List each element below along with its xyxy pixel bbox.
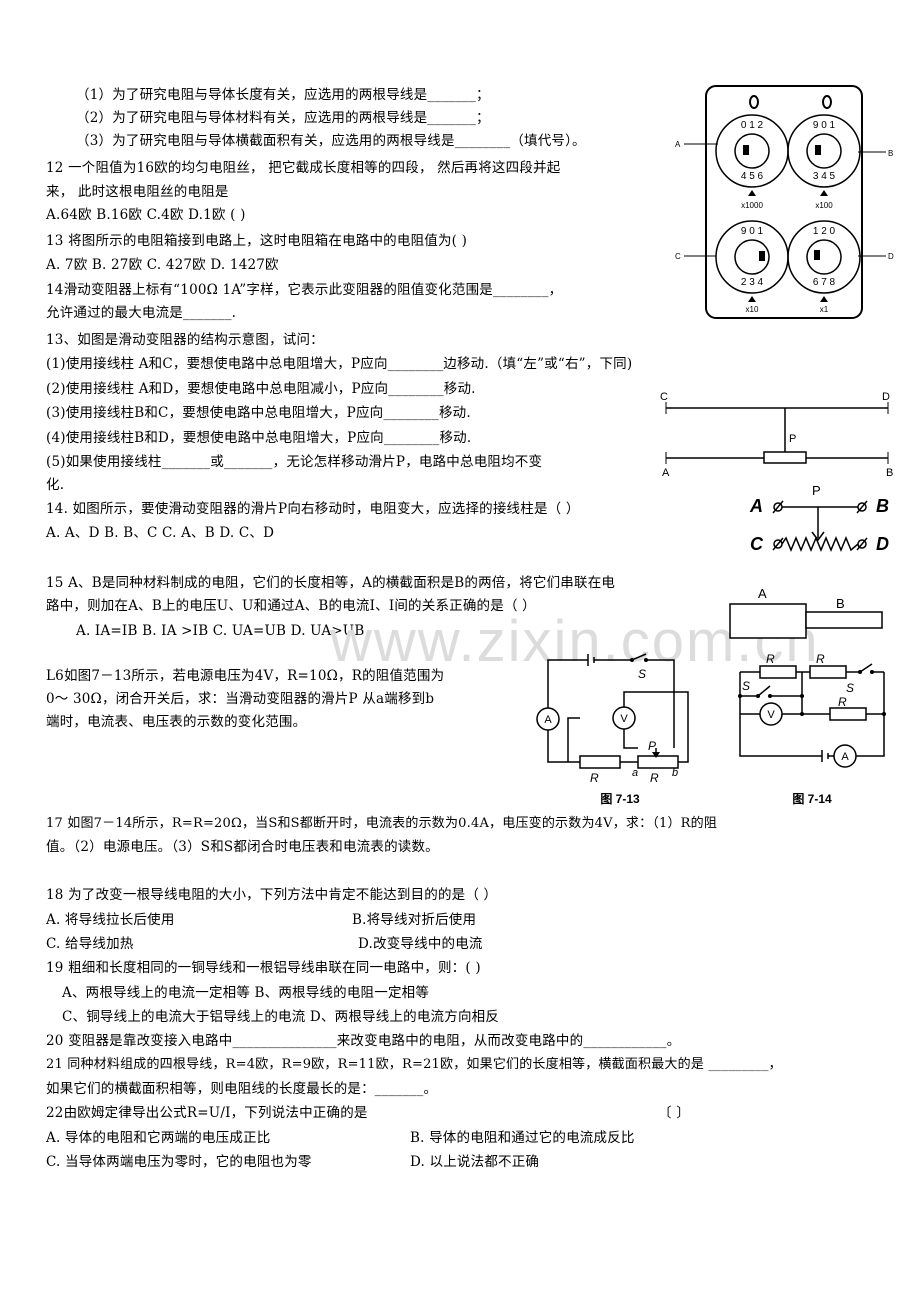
box-label-b: B — [888, 149, 893, 158]
voltmeter-v-714: V — [767, 709, 775, 721]
ammeter-a-713: A — [544, 714, 552, 726]
q19-options-cd: C、铜导线上的电流大于铝导线上的电流 D、两根导线上的电流方向相反 — [62, 1009, 500, 1025]
r2-label-713: R — [650, 771, 659, 785]
q18-option-c: C. 给导线加热 — [46, 936, 134, 952]
q18-option-d: D.改变导线中的电流 — [358, 936, 483, 952]
q14-line-1: 14滑动变阻器上标有“100Ω 1A”字样，它表示此变阻器的阻值变化范围是___… — [46, 282, 563, 298]
box-label-c: C — [675, 252, 681, 261]
conductor-label-b: B — [836, 596, 845, 611]
q12-line-2: 来， 此时这根电阻丝的电阻是 — [46, 184, 229, 200]
point-b-713: b — [672, 767, 678, 779]
circuit-fig-7-13: A V S P R R a b 图 7-13 — [536, 653, 689, 806]
q22-option-a: A. 导体的电阻和它两端的电压成正比 — [46, 1130, 271, 1146]
s1-label-714: S — [742, 679, 750, 693]
q13b-item-1: (1)使用接线柱 A和C，要想使电路中总电阻增大，P应向________边移动.… — [46, 356, 633, 372]
q22-option-d: D. 以上说法都不正确 — [410, 1154, 540, 1170]
q20-line: 20 变阻器是靠改变接入电路中_______________来改变电路中的电阻，… — [46, 1033, 681, 1049]
q12-line-1: 12 一个阻值为16欧的均匀电阻丝， 把它截成长度相等的四段， 然后再将这四段并… — [46, 160, 561, 176]
rheostat1-label-p: P — [789, 433, 796, 445]
resistance-box-figure: 0 1 2 9 0 1 4 5 6 3 4 5 9 0 1 1 2 0 2 3 4 6 … — [675, 85, 894, 319]
rheostat2-label-a: A — [749, 496, 763, 516]
q22-bracket: 〔 〕 — [658, 1105, 690, 1121]
svg-text:1 2 0: 1 2 0 — [813, 226, 836, 237]
q18-option-a: A. 将导线拉长后使用 — [46, 912, 175, 928]
q13b-item-3: (3)使用接线柱B和C，要想使电路中总电阻增大，P应向________移动. — [46, 405, 471, 421]
q13b-title: 13、如图是滑动变阻器的结构示意图，试问： — [46, 332, 324, 348]
q19-options-ab: A、两根导线上的电流一定相等 B、两根导线的电阻一定相等 — [62, 985, 430, 1001]
slider-p-713: P — [648, 739, 656, 753]
q11-line-2: （2）为了研究电阻与导体材料有关，应选用的两根导线是_______； — [76, 110, 490, 126]
q13b-item-5: (5)如果使用接线柱_______或_______，无论怎样移动滑片P，电路中总… — [46, 454, 543, 470]
q13-options: A. 7欧 B. 27欧 C. 427欧 D. 1427欧 — [46, 257, 279, 273]
conductor-label-a: A — [758, 586, 767, 601]
svg-text:4 5 6: 4 5 6 — [741, 171, 764, 182]
svg-text:2 3 4: 2 3 4 — [741, 277, 764, 288]
box-multiplier-1: x1 — [820, 305, 829, 314]
q15-line-1: 15 A、B是同种材料制成的电阻，它们的长度相等，A的横截面积是B的两倍，将它们… — [46, 575, 616, 591]
rheostat-symbol-figure: A B C D P — [749, 483, 889, 554]
rheostat1-label-a: A — [662, 467, 670, 479]
q19-stem: 19 粗细和长度相同的一铜导线和一根铝导线串联在同一电路中，则：( ) — [46, 960, 481, 976]
rheostat2-label-c: C — [750, 534, 764, 554]
q18-stem: 18 为了改变一根导线电阻的大小，下列方法中肯定不能达到目的的是（ ） — [46, 887, 498, 903]
circuit-fig-7-14: V A R R R S S 图 7-14 — [738, 652, 886, 806]
r1-label-713: R — [590, 771, 599, 785]
rheostat2-label-d: D — [876, 534, 889, 554]
q15-line-2: 路中，则加在A、B上的电压U、U和通过A、B的电流I、I间的关系正确的是（ ） — [46, 598, 536, 614]
rheostat2-label-b: B — [876, 496, 889, 516]
q14b-line-1: 14. 如图所示，要使滑动变阻器的滑片P向右移动时，电阻变大，应选择的接线柱是（… — [46, 501, 580, 517]
caption-7-14: 图 7-14 — [792, 792, 832, 806]
q16-line-3: 端时，电流表、电压表的示数的变化范围。 — [46, 714, 307, 730]
q13b-item-4: (4)使用接线柱B和D，要想使电路中总电阻增大，P应向________移动. — [46, 430, 472, 446]
ammeter-a-714: A — [841, 751, 849, 763]
q17-line-2: 值。（2）电源电压。（3）S和S都闭合时电压表和电流表的读数。 — [46, 839, 439, 855]
box-label-d: D — [888, 252, 894, 261]
q16-line-1: L6如图7－13所示，若电源电压为4V，R=10Ω，R的阻值范围为 — [46, 668, 445, 684]
rheostat1-label-c: C — [660, 391, 668, 403]
r2-label-714: R — [816, 652, 825, 666]
point-a-713: a — [632, 767, 638, 779]
q15-options: A. IA=IB B. IA >IB C. UA=UB D. UA>UB — [76, 623, 365, 639]
box-label-a: A — [675, 140, 681, 149]
box-multiplier-10: x10 — [746, 305, 759, 314]
q16-line-2: 0～ 30Ω，闭合开关后，求：当滑动变阻器的滑片P 从a端移到b — [46, 691, 435, 707]
svg-text:3 4 5: 3 4 5 — [813, 171, 836, 182]
rheostat2-label-p: P — [812, 483, 821, 498]
q21-line-1: 21 同种材料组成的四根导线，R=4欧，R=9欧，R=11欧，R=21欧，如果它… — [46, 1057, 782, 1072]
r3-label-714: R — [838, 695, 847, 709]
rheostat1-label-b: B — [886, 467, 893, 479]
q21-line-2: 如果它们的横截面积相等，则电阻线的长度最长的是：_______。 — [46, 1081, 438, 1097]
svg-text:6 7 8: 6 7 8 — [813, 277, 836, 288]
q13b-item-5-cont: 化. — [46, 477, 65, 493]
voltmeter-v-713: V — [620, 713, 628, 725]
box-multiplier-1000: x1000 — [741, 201, 763, 210]
svg-text:9 0 1: 9 0 1 — [741, 226, 764, 237]
q14-line-2: 允许通过的最大电流是_______. — [46, 305, 237, 321]
q11-line-1: （1）为了研究电阻与导体长度有关，应选用的两根导线是_______； — [76, 87, 490, 103]
r1-label-714: R — [766, 652, 775, 666]
rheostat1-label-d: D — [882, 391, 890, 403]
svg-text:9 0 1: 9 0 1 — [813, 120, 836, 131]
q18-option-b: B.将导线对折后使用 — [352, 912, 477, 928]
switch-s-713: S — [638, 667, 646, 681]
q14b-options: A. A、D B. B、C C. A、B D. C、D — [46, 525, 275, 541]
q17-line-1: 17 如图7－14所示，R=R=20Ω，当S和S都断开时，电流表的示数为0.4A… — [46, 816, 718, 831]
q13b-item-2: (2)使用接线柱 A和D，要想使电路中总电阻减小，P应向________移动. — [46, 381, 476, 397]
q11-line-3: （3）为了研究电阻与导体横截面积有关，应选用的两根导线是________（填代号… — [76, 133, 586, 149]
box-multiplier-100: x100 — [815, 201, 833, 210]
q12-options: A.64欧 B.16欧 C.4欧 D.1欧 ( ) — [46, 207, 246, 223]
s2-label-714: S — [846, 681, 854, 695]
svg-text:0 1 2: 0 1 2 — [741, 120, 764, 131]
q22-option-c: C. 当导体两端电压为零时，它的电阻也为零 — [46, 1154, 312, 1170]
conductors-ab-figure: A B — [729, 586, 883, 639]
caption-7-13: 图 7-13 — [600, 792, 640, 806]
q22-option-b: B. 导体的电阻和通过它的电流成反比 — [410, 1130, 635, 1146]
rheostat-structure-figure: C D A B P — [660, 391, 893, 479]
q13-line-1: 13 将图所示的电阻箱接到电路上，这时电阻箱在电路中的电阻值为( ) — [46, 233, 468, 249]
q22-stem: 22由欧姆定律导出公式R=U/I，下列说法中正确的是 — [46, 1105, 368, 1121]
